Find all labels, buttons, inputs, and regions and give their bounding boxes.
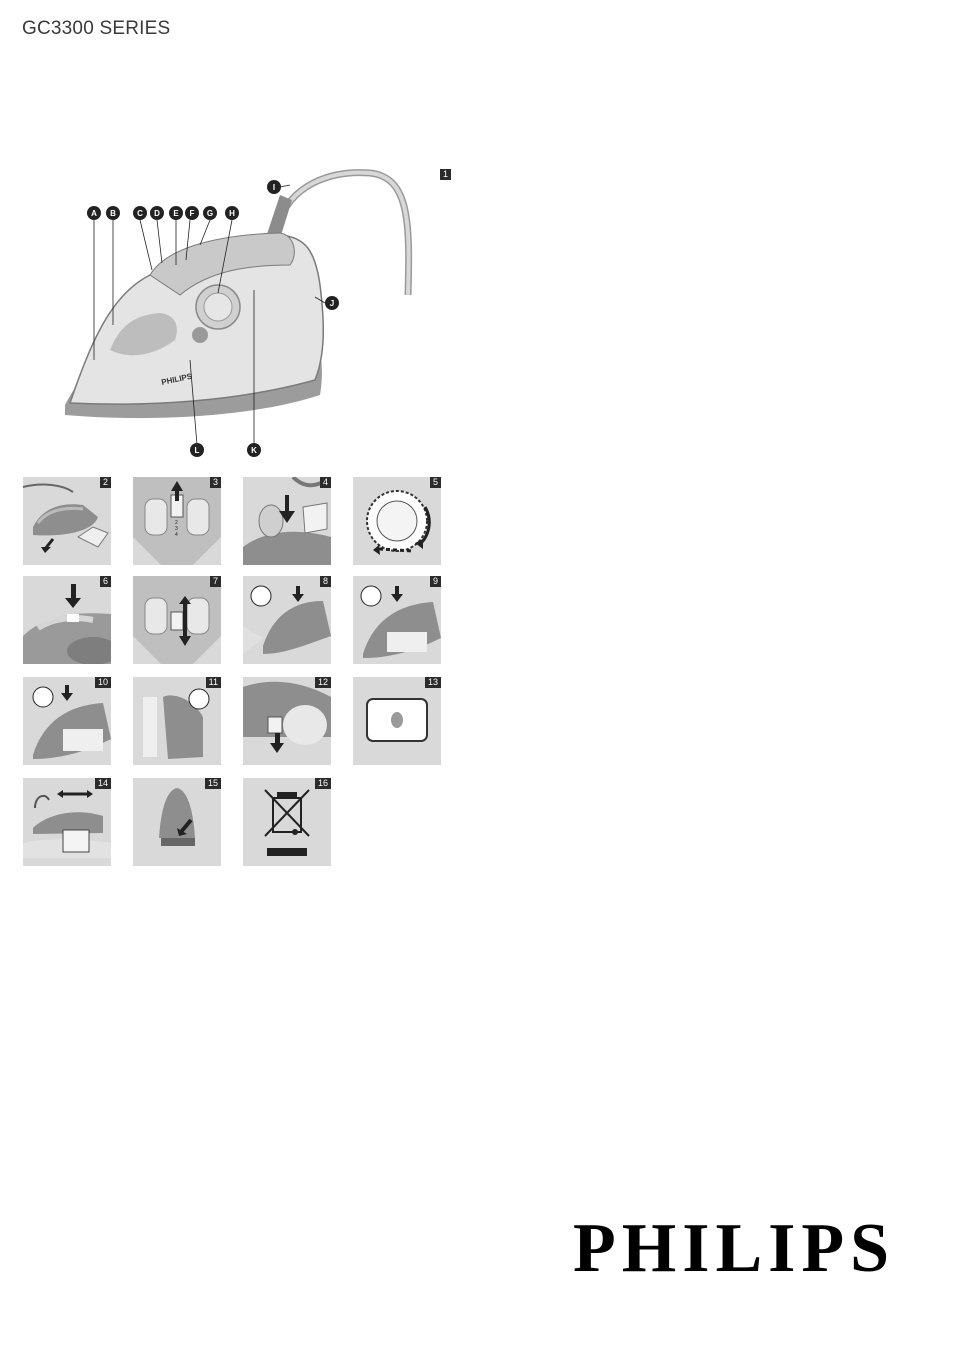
step-tile-12: 12 [243, 677, 331, 765]
steam-control-illustration: 234 [133, 477, 221, 565]
step-number: 15 [204, 778, 221, 789]
part-label-d: D [154, 209, 160, 218]
step-tile-10: 10 [23, 677, 111, 765]
step-number: 16 [314, 778, 331, 789]
step-tile-11: 11 [133, 677, 221, 765]
spray-illustration [243, 585, 331, 654]
step-number: 2 [99, 477, 111, 488]
part-label-a: A [91, 209, 97, 218]
svg-text:3: 3 [175, 526, 178, 532]
philips-logo: PHILIPS [573, 1210, 896, 1287]
step-number: 3 [209, 477, 221, 488]
part-label-g: G [207, 209, 213, 218]
figure-number-badge: 1 [440, 169, 452, 180]
step-tile-14: 14 [23, 778, 111, 866]
weee-recycle-icon [264, 789, 310, 856]
iron-unplug-illustration [23, 483, 109, 553]
part-label-j: J [330, 299, 334, 308]
step-tile-15: 15 [133, 778, 221, 866]
vertical-steam-illustration [143, 688, 210, 759]
fill-water-illustration [243, 477, 331, 565]
anti-calc-illustration [243, 681, 331, 753]
part-label-l: L [195, 446, 200, 455]
step-number: 11 [205, 677, 221, 688]
step-number: 7 [209, 576, 221, 587]
step-number: 8 [319, 576, 331, 587]
step-number: 9 [429, 576, 441, 587]
temperature-dial-illustration [366, 490, 431, 555]
part-label-i: I [273, 183, 275, 192]
storage-illustration [159, 788, 195, 846]
step-tile-6: 6 [23, 576, 111, 664]
steam-shot-illustration [360, 585, 441, 658]
step-number: 13 [424, 677, 441, 688]
step-tile-16: 16 [243, 778, 331, 866]
step-tile-13: 13 [353, 677, 441, 765]
part-label-c: C [137, 209, 143, 218]
step-number: 5 [429, 477, 441, 488]
indicator-light-illustration [23, 584, 111, 664]
part-label-b: B [110, 209, 116, 218]
calc-clean-illustration [23, 790, 111, 858]
step-number: 10 [94, 677, 111, 688]
step-number: 4 [319, 477, 331, 488]
step-tile-9: 9 [353, 576, 441, 664]
step-tile-8: 8 [243, 576, 331, 664]
part-label-e: E [173, 209, 179, 218]
part-label-h: H [229, 209, 235, 218]
svg-text:4: 4 [175, 532, 178, 538]
step-tile-2: 2 [23, 477, 111, 565]
step-tile-4: 4 [243, 477, 331, 565]
step-tile-7: 7 [133, 576, 221, 664]
step-number: 12 [314, 677, 331, 688]
step-number: 6 [99, 576, 111, 587]
part-label-f: F [190, 209, 195, 218]
step-number: 14 [94, 778, 111, 789]
cleaning-cloth-illustration [366, 698, 428, 742]
steam-shot-illustration [32, 685, 111, 759]
svg-text:2: 2 [175, 520, 178, 526]
main-iron-figure: PHILIPS A B C D E F G H I J [40, 165, 460, 465]
document-title: GC3300 SERIES [22, 18, 171, 39]
part-label-k: K [251, 446, 257, 455]
step-tile-5: 5 [353, 477, 441, 565]
iron-diagram: PHILIPS A B C D E F G H I J [65, 169, 413, 457]
steam-setting-illustration [133, 576, 221, 664]
